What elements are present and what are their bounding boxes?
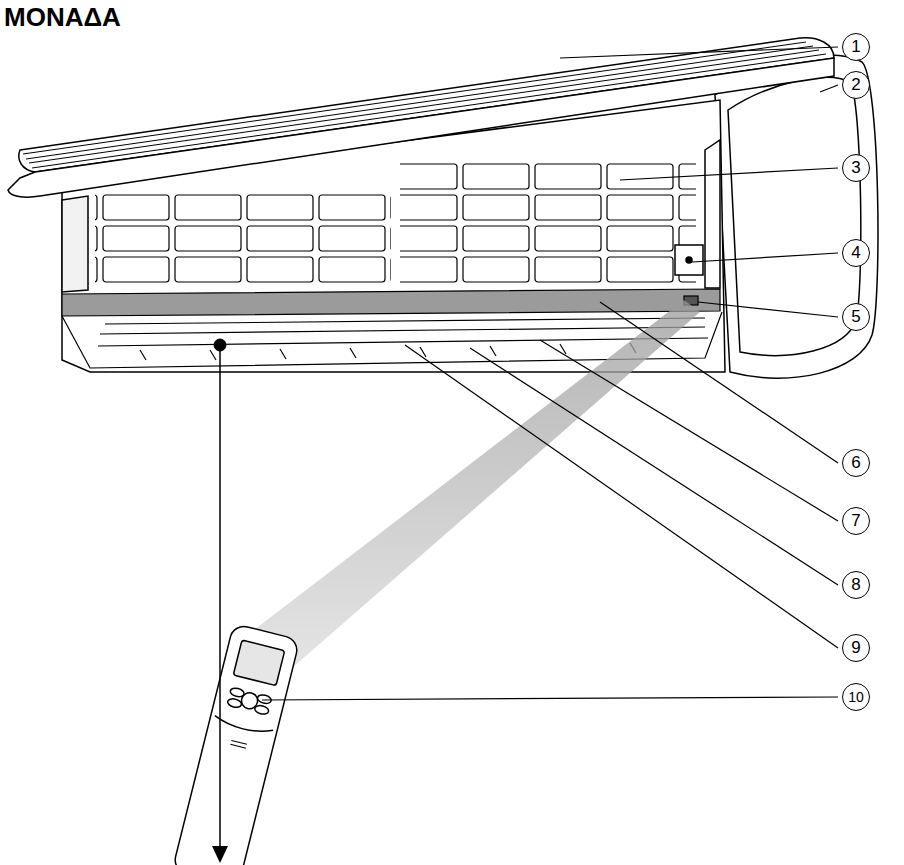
leader-lines — [405, 345, 838, 648]
callout-number: 5 — [842, 303, 870, 331]
leader-lines — [262, 697, 838, 700]
leader-lines — [600, 302, 838, 463]
side-cover — [715, 55, 878, 378]
front-panel — [19, 38, 834, 172]
remote-control — [233, 640, 284, 686]
front-panel — [8, 38, 834, 197]
display-strip — [62, 289, 720, 316]
indoor-unit-body — [675, 245, 703, 275]
louvers — [105, 318, 705, 324]
callout-number: 3 — [842, 154, 870, 182]
front-panel — [23, 42, 826, 168]
side-cover — [715, 55, 878, 378]
callout-number: 1 — [842, 33, 870, 61]
indoor-unit-body — [686, 257, 692, 263]
callout-number: 4 — [842, 239, 870, 267]
infrared-beam — [228, 300, 700, 668]
leader-lines — [820, 85, 838, 92]
leader-lines — [470, 348, 838, 585]
detail-arrow — [212, 846, 228, 863]
callout-number: 2 — [842, 71, 870, 99]
side-cover — [728, 77, 861, 355]
louvers — [100, 327, 705, 334]
remote-control — [227, 698, 243, 709]
callout-number: 6 — [842, 449, 870, 477]
leader-lines — [262, 47, 838, 700]
louvers — [98, 338, 708, 346]
leader-lines — [698, 302, 838, 317]
leader-lines — [560, 47, 838, 58]
remote-control — [240, 691, 259, 710]
callout-number: 9 — [842, 634, 870, 662]
indoor-unit-body — [95, 190, 391, 286]
callout-number: 7 — [842, 507, 870, 535]
remote-control — [172, 624, 299, 865]
leader-lines — [692, 253, 838, 262]
callout-number: 8 — [842, 571, 870, 599]
remote-control — [230, 740, 246, 748]
detail-arrow — [219, 345, 221, 848]
leader-lines — [620, 168, 838, 180]
remote-control — [172, 624, 299, 865]
leader-lines — [540, 340, 838, 521]
remote-control — [213, 716, 273, 736]
indoor-unit-body — [62, 196, 88, 292]
front-panel — [8, 58, 834, 197]
indoor-unit-body — [705, 140, 720, 288]
remote-control — [257, 694, 273, 705]
display-strip — [62, 289, 720, 316]
unit-title: ΜΟΝΑΔΑ — [4, 2, 121, 33]
detail-arrow — [212, 339, 228, 863]
callout-number: 10 — [842, 683, 870, 711]
